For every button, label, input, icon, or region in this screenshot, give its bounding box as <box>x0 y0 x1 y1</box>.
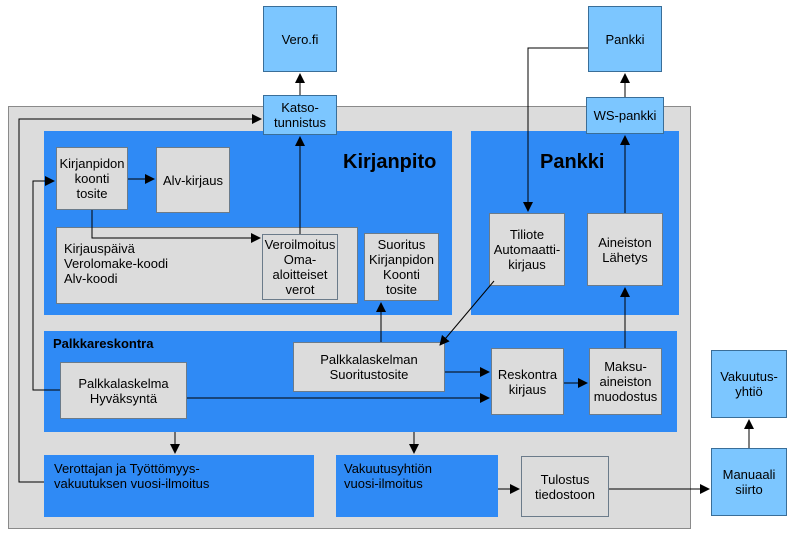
arrow-verottajan-to-katso <box>18 114 262 483</box>
arrow-koonti-to-veroilmoitus <box>91 210 261 243</box>
tiliote-box: Tiliote Automaatti- kirjaus <box>489 213 565 286</box>
manuaali-siirto-box: Manuaali siirto <box>711 448 787 516</box>
palkkalaskelman-box: Palkkalaskelman Suoritustosite <box>293 342 445 392</box>
vakuutusyhtion-box: Vakuutusyhtiön vuosi-ilmoitus <box>336 455 498 517</box>
reskontra-box: Reskontra kirjaus <box>491 348 564 415</box>
kirjanpito-title: Kirjanpito <box>343 151 437 173</box>
katso-tunnistus-box: Katso- tunnistus <box>263 95 337 135</box>
maksuaineisto-box: Maksu- aineiston muodostus <box>589 348 662 415</box>
tulostus-box: Tulostus tiedostoon <box>521 456 609 517</box>
arrow-hyvaksynta-to-koonti <box>32 176 60 391</box>
suoritus-box: Suoritus Kirjanpidon Koonti tosite <box>364 233 439 301</box>
ws-pankki-box: WS-pankki <box>586 97 664 134</box>
pankki-title: Pankki <box>540 151 605 173</box>
arrow-pankki-to-tiliote <box>523 47 588 212</box>
pankki-external-box: Pankki <box>588 6 662 72</box>
verottajan-box: Verottajan ja Työttömyys- vakuutuksen vu… <box>44 455 314 517</box>
palkkalaskelma-hyvaksynta-box: Palkkalaskelma Hyväksyntä <box>60 362 187 419</box>
vero-fi-box: Vero.fi <box>263 6 337 72</box>
verottajan-label: Verottajan ja Työttömyys- vakuutuksen vu… <box>54 461 210 491</box>
palkkareskontra-title: Palkkareskontra <box>53 336 154 351</box>
vakuutusyhtion-label: Vakuutusyhtiön vuosi-ilmoitus <box>344 461 432 491</box>
alv-kirjaus-box: Alv-kirjaus <box>156 147 230 213</box>
veroilmoitus-box: Veroilmoitus Oma-aloitteiset verot <box>262 234 338 300</box>
arrow-tiliote-to-palkkalaskelman <box>439 280 495 346</box>
vakuutusyhtio-box: Vakuutus- yhtiö <box>711 350 787 418</box>
kirjauspaiva-label: Kirjauspäivä Verolomake-koodi Alv-koodi <box>64 241 169 286</box>
kirjanpidon-koonti-box: Kirjanpidon koonti tosite <box>56 147 128 210</box>
aineiston-lahetys-box: Aineiston Lähetys <box>587 213 663 286</box>
